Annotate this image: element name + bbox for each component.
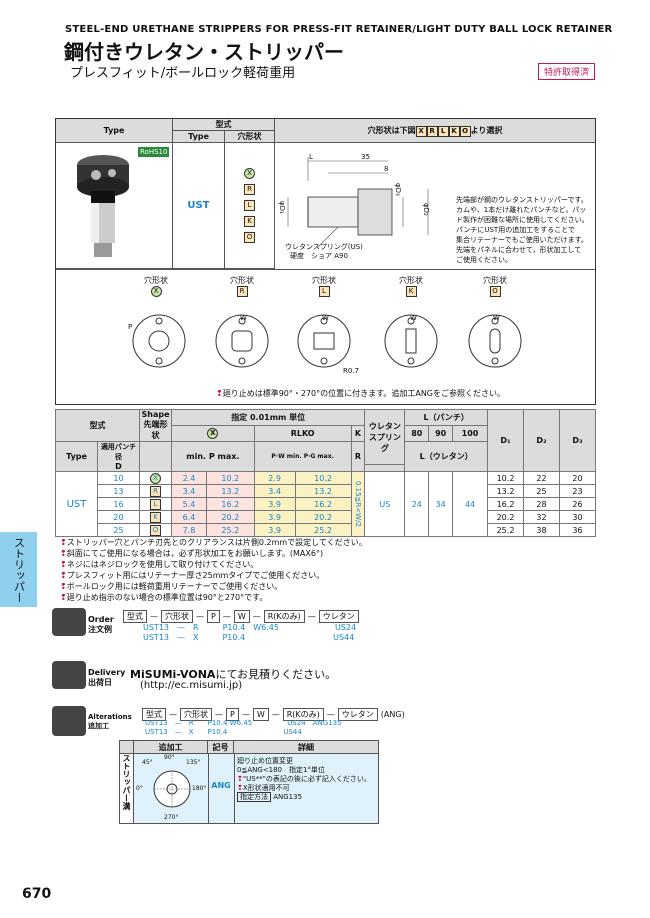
dim-L: L xyxy=(309,153,313,161)
col-code: 記号 xyxy=(208,741,234,754)
japanese-subtitle: プレスフィット/ボールロック軽荷重用 xyxy=(70,66,296,81)
notes: ❢ストリッパー穴とパンチ刃先とのクリアランスは片側0.2mmで設定してください。… xyxy=(60,538,367,602)
lbl-W-o: W xyxy=(493,314,500,322)
shape-k-icon: K xyxy=(244,216,255,227)
hardness-label: 硬度 ショア A90 xyxy=(290,252,348,260)
model-header: 型式 xyxy=(173,119,275,131)
dim-D1: φD₁ xyxy=(278,201,286,214)
dim-D3: φD₃ xyxy=(394,183,402,196)
dim-D2: φD₂ xyxy=(422,203,430,216)
angle-135: 135° xyxy=(186,759,201,766)
shape-outlines xyxy=(132,314,522,368)
description: 先端部が鋼のウレタンストリッパーです。カムや、1本だけ離れたパンチなど，パッド製… xyxy=(456,196,589,264)
shape-col-header: 穴形状 xyxy=(225,131,275,143)
delivery-text: MiSUMi-VONAにてお見積りください。 xyxy=(130,668,337,681)
shape-list: X R L K O xyxy=(225,143,275,269)
truck-icon xyxy=(52,661,86,689)
english-title: STEEL-END URETHANE STRIPPERS FOR PRESS-F… xyxy=(65,24,613,35)
alter-rows: UST13 — R P10.4 W6.45 US24 ANG135 UST13 … xyxy=(145,719,342,736)
lbl-W-l: W xyxy=(322,314,329,322)
japanese-title: 鋼付きウレタン・ストリッパー xyxy=(64,40,344,64)
alter-side-label: ストリッパー溝 xyxy=(120,741,134,823)
rotation-note: ❢廻り止めは標準90°・270°の位置に付きます。追加工ANGをご参照ください。 xyxy=(216,389,506,398)
shape-l-icon: L xyxy=(244,200,255,211)
order-rows: UST13 — R P10.4 W6.45 US24 UST13 — X P10… xyxy=(143,623,357,642)
angle-180: 180° xyxy=(192,785,207,792)
rohs-badge: RoHS10 xyxy=(138,147,170,157)
dim-35: 35 xyxy=(361,153,370,161)
side-tab: ストリッパー xyxy=(0,532,37,607)
alter-header: 型式—穴形状—P—W—R(Kのみ)—ウレタン(ANG) xyxy=(142,708,408,721)
patent-badge: 特許取得済 xyxy=(538,63,596,80)
type-value: UST xyxy=(173,143,225,269)
angle-270: 270° xyxy=(164,814,179,821)
order-header: 型式—穴形状—P—W—R(Kのみ)—ウレタン xyxy=(123,610,359,623)
lbl-R07: R0.7 xyxy=(343,367,359,375)
lbl-P-x: P xyxy=(128,323,133,331)
shape-r-icon: R xyxy=(244,184,255,195)
col-detail: 詳細 xyxy=(298,743,314,752)
lbl-W-k: W xyxy=(410,314,417,322)
phone-icon xyxy=(52,608,86,636)
alter-table: ストリッパー溝 追加工 記号 詳細 45° 90° 135° 0° 180° 2… xyxy=(119,740,379,824)
page-number: 670 xyxy=(22,886,52,902)
product-image-cell: RoHS10 xyxy=(56,143,173,269)
dim-8: 8 xyxy=(384,165,389,173)
angle-45: 45° xyxy=(142,759,153,766)
type-col-header: Type xyxy=(173,131,225,143)
angle-0: 0° xyxy=(136,785,143,792)
alter-code: ANG xyxy=(211,781,231,790)
col-alt: 追加工 xyxy=(134,741,208,754)
spring-label: ウレタンスプリング(US) xyxy=(285,243,363,251)
lbl-W-r: W xyxy=(240,314,247,322)
angle-diagram xyxy=(153,770,191,808)
delivery-url[interactable]: (http://ec.misumi.jp) xyxy=(140,680,243,691)
shape-x-icon: X xyxy=(244,168,255,179)
shape-o-icon: O xyxy=(244,232,255,243)
alteration-icon xyxy=(52,706,86,736)
product-photo xyxy=(77,155,129,257)
type-header: Type xyxy=(56,119,173,143)
angle-90: 90° xyxy=(164,754,175,761)
technical-drawing xyxy=(287,157,429,248)
